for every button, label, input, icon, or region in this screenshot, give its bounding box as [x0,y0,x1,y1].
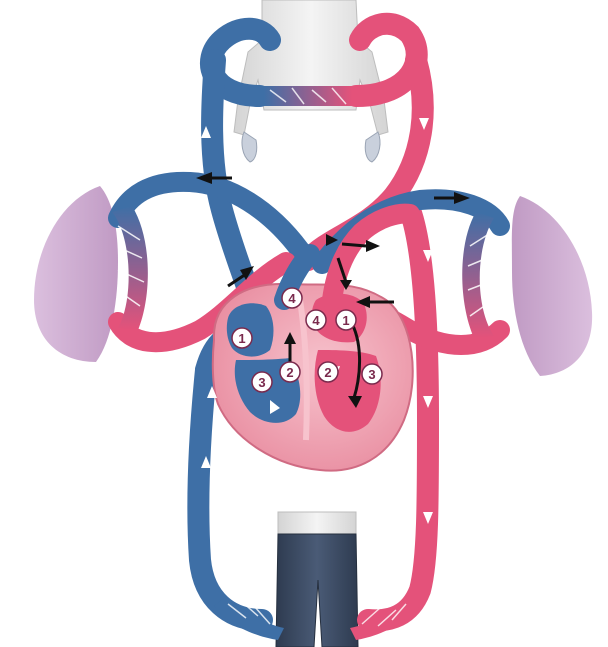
arrow-ivc-up [201,456,211,468]
badge-right-ventricle-label: 3 [258,375,265,390]
badge-aorta: 4 [305,309,327,331]
left-lung-icon [34,186,118,362]
right-atrium [226,303,274,357]
arrow-right-pulmonary [454,192,470,204]
arrow-svc-up [201,126,211,138]
arrow-left-vein [240,266,254,280]
arrow-ivc-up-2 [207,386,217,398]
badge-right-atrium: 1 [231,327,253,349]
flow-arrows-light [201,118,433,524]
badge-aorta-label: 4 [312,313,320,328]
arrow-aorta-down-2 [423,396,433,408]
badge-right-atrium-label: 1 [238,331,245,346]
badge-pulmonary-trunk-label: 4 [288,291,296,306]
badge-right-ventricle-entry: 2 [279,361,301,383]
lower-capillary-bed [214,596,420,640]
arrow-rv-down [270,400,280,414]
upper-capillary-bed [264,86,352,106]
lower-body-figure-icon [275,511,359,647]
arrow-aorta-down-1 [423,250,433,262]
arrow-left-pulmonary [196,172,212,184]
badge-right-ventricle-entry-label: 2 [286,365,293,380]
arrow-head-artery [419,118,429,130]
arrow-right-vein [356,296,370,308]
arrow-trunk-left [326,234,338,246]
badge-left-ventricle-entry: 2 [317,361,339,383]
badge-left-atrium-label: 1 [342,313,349,328]
badge-pulmonary-trunk: 4 [281,287,303,309]
arrow-aorta-down-3 [423,512,433,524]
arrow-trunk-right [366,240,380,252]
badge-left-atrium: 1 [335,309,357,331]
left-lung-capillaries [112,206,148,330]
badge-left-ventricle: 3 [361,363,383,385]
right-lung-capillaries [462,212,495,338]
arrow-rv-up [284,332,296,344]
badge-right-ventricle: 3 [251,371,273,393]
badge-left-ventricle-entry-label: 2 [324,365,331,380]
badge-left-ventricle-label: 3 [368,367,375,382]
right-lung-icon [511,196,593,376]
